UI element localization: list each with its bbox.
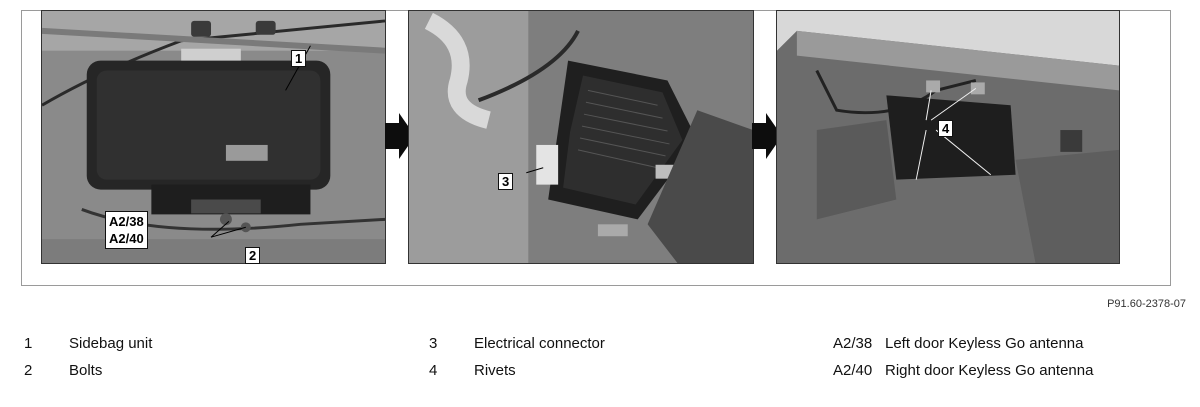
legend-number: 2 [24,362,33,379]
legend-number: 4 [429,362,438,379]
legend-item: A2/38 Left door Keyless Go antenna [833,330,1093,357]
callout-item-1: 1 [291,50,307,67]
legend-column-2: 3 Electrical connector 4 Rivets [429,330,605,384]
arrow-next-icon [752,113,782,159]
photo-sidebag-unit [41,10,386,264]
legend-column-1: 1 Sidebag unit 2 Bolts [24,330,152,384]
legend-item: 2 Bolts [24,357,152,384]
photo-electrical-connector [408,10,754,264]
callout-item-4: 4 [938,120,954,137]
legend-number: 1 [24,335,33,352]
callout-item-2: 2 [245,247,261,264]
callout-a2-38: A2/38 [109,214,144,229]
callout-antenna-codes: A2/38 A2/40 [105,211,148,249]
legend-item: 3 Electrical connector [429,330,605,357]
legend-item: 4 Rivets [429,357,605,384]
photo-rivets [776,10,1120,264]
arrow-next-icon [385,113,415,159]
legend-label: Right door Keyless Go antenna [885,362,1094,379]
legend-label: Left door Keyless Go antenna [885,335,1084,352]
legend-label: Bolts [69,362,103,379]
legend-number: 3 [429,335,438,352]
legend-item: A2/40 Right door Keyless Go antenna [833,357,1093,384]
legend-column-3: A2/38 Left door Keyless Go antenna A2/40 R… [833,330,1093,384]
legend-label: Electrical connector [474,335,605,352]
callout-item-3: 3 [498,173,514,190]
legend-code: A2/40 [833,362,873,379]
callout-a2-40: A2/40 [109,231,144,246]
legend-item: 1 Sidebag unit [24,330,152,357]
legend-label: Sidebag unit [69,335,153,352]
legend-code: A2/38 [833,335,873,352]
figure-reference: P91.60-2378-07 [1107,298,1186,310]
legend-label: Rivets [474,362,516,379]
